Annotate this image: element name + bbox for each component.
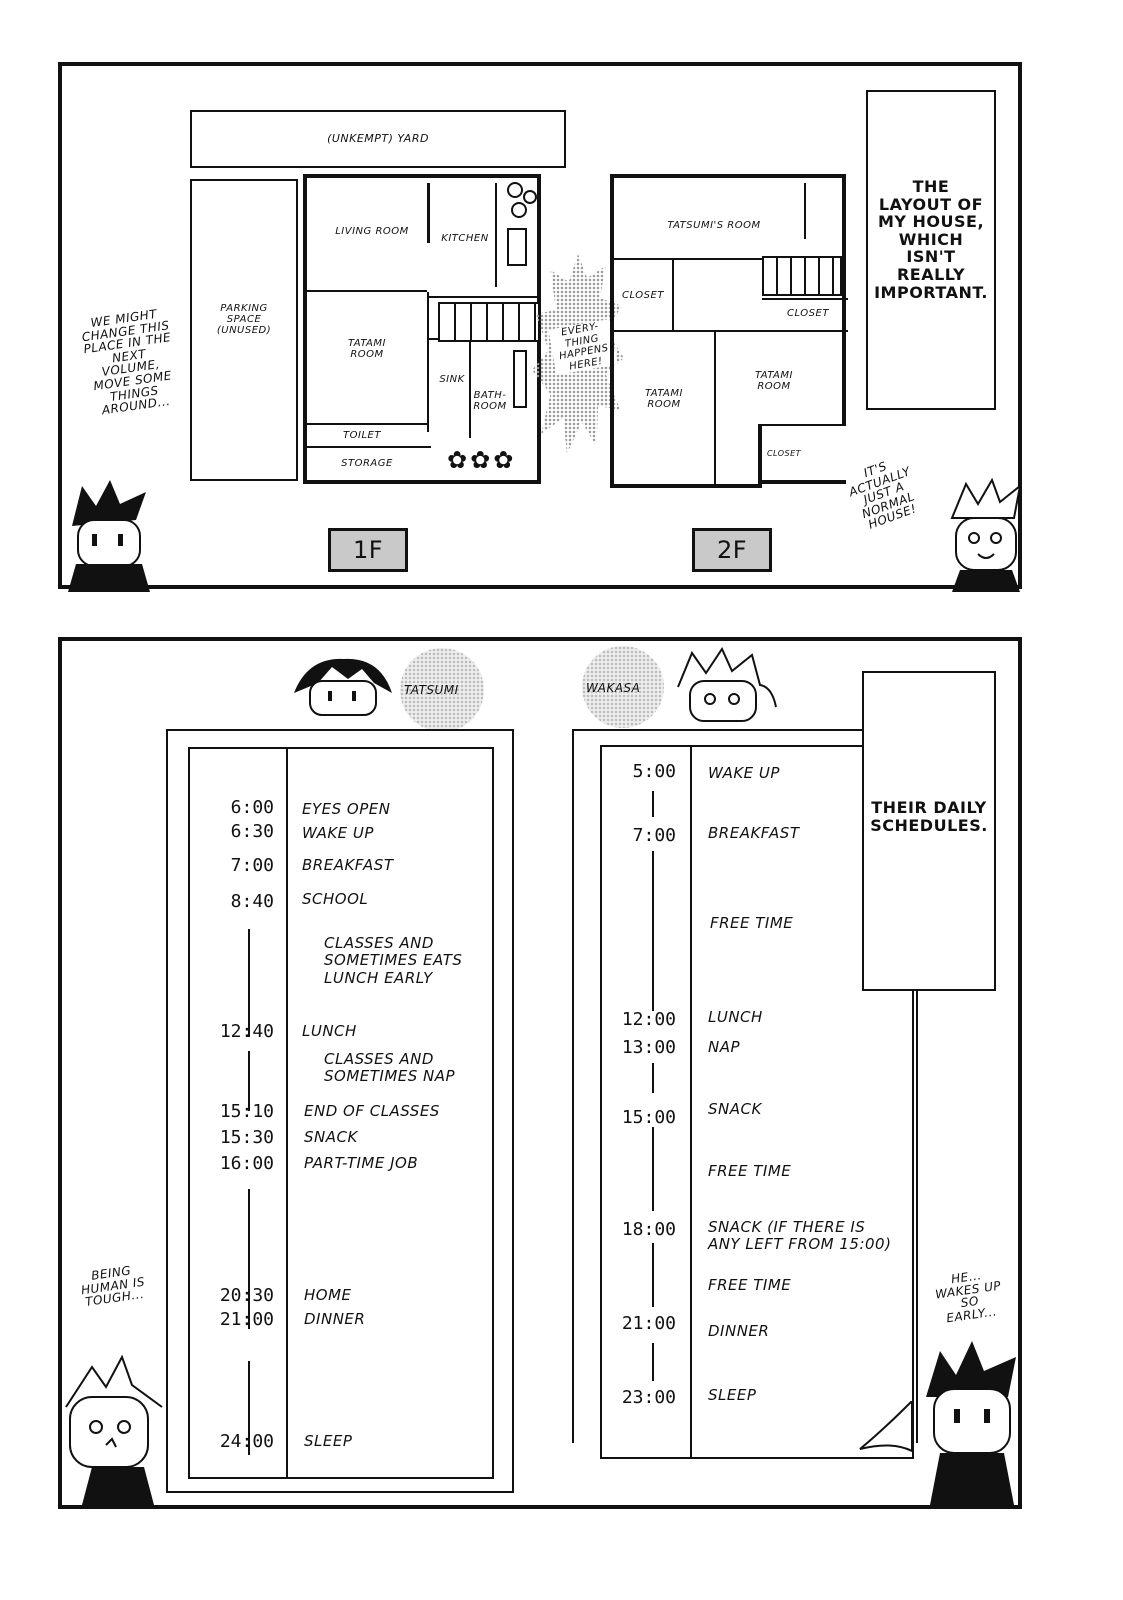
wakasa-time-2: 7:00 bbox=[632, 825, 676, 846]
wakasa-time-4: 12:00 bbox=[621, 1009, 676, 1030]
wakasa-schedule bbox=[572, 729, 918, 1443]
wakasa-activity-1: WAKE UP bbox=[708, 764, 780, 782]
tatsumi-time-13: 24:00 bbox=[219, 1431, 274, 1452]
tatsumi-name: TATSUMI bbox=[404, 683, 459, 697]
tatsumi-head-icon bbox=[294, 658, 392, 716]
wakasa-activity-11: SLEEP bbox=[708, 1386, 757, 1404]
wakasa-head-icon bbox=[677, 647, 777, 722]
note-right-top: IT'S ACTUALLY JUST A NORMAL HOUSE! bbox=[846, 458, 919, 533]
tatsumi-time-10: 16:00 bbox=[219, 1153, 274, 1174]
floor2-step: CLOSET bbox=[758, 424, 846, 484]
tatsumi-time-3: 7:00 bbox=[230, 855, 274, 876]
schedule-caption-text: THEIR DAILY SCHEDULES. bbox=[870, 798, 988, 835]
wakasa-chibi-top bbox=[950, 478, 1022, 592]
tatsumi-activity-2: WAKE UP bbox=[302, 824, 374, 842]
shrubs: ✿✿✿ bbox=[447, 446, 517, 474]
tatami-room-right-label: TATAMI ROOM bbox=[755, 370, 793, 392]
wakasa-time-6: 15:00 bbox=[621, 1107, 676, 1128]
yard-label: (UNKEMPT) YARD bbox=[327, 132, 429, 145]
tatsumi-time-6: 12:40 bbox=[219, 1021, 274, 1042]
floor2-plan: TATSUMI'S ROOM CLOSET CLOSET TATAMI ROOM… bbox=[610, 174, 848, 488]
tatsumi-activity-9: SNACK bbox=[304, 1128, 358, 1146]
wakasa-time-10: 21:00 bbox=[621, 1313, 676, 1334]
wakasa-schedule-inner bbox=[600, 745, 914, 1459]
wakasa-time-5: 13:00 bbox=[621, 1037, 676, 1058]
wakasa-name-circle bbox=[582, 646, 664, 728]
top-panel: (UNKEMPT) YARD PARKING SPACE (UNUSED) LI… bbox=[58, 62, 1022, 592]
wakasa-activity-3: FREE TIME bbox=[710, 914, 794, 932]
tatsumi-time-11: 20:30 bbox=[219, 1285, 274, 1306]
tatsumi-activity-6: LUNCH bbox=[302, 1022, 357, 1040]
tatsumi-activity-13: SLEEP bbox=[304, 1432, 353, 1450]
tatsumi-time-8: 15:10 bbox=[219, 1101, 274, 1122]
tatami-room-left-label: TATAMI ROOM bbox=[645, 388, 683, 410]
tatsumi-activity-10: PART-TIME JOB bbox=[304, 1154, 419, 1172]
living-room-label: LIVING ROOM bbox=[335, 226, 409, 237]
floor1-label: 1F bbox=[328, 528, 408, 572]
tatsumi-activity-8: END OF CLASSES bbox=[304, 1102, 440, 1120]
page-curl bbox=[859, 1401, 913, 1453]
wakasa-chibi-bottom bbox=[65, 1354, 163, 1505]
wakasa-name: WAKASA bbox=[586, 681, 641, 695]
note-left-bottom: BEING HUMAN IS TOUGH... bbox=[80, 1263, 146, 1310]
wakasa-activity-2: BREAKFAST bbox=[708, 824, 800, 842]
tatsumi-activity-3: BREAKFAST bbox=[302, 856, 394, 874]
storage-label: STORAGE bbox=[341, 458, 393, 469]
wakasa-activity-8: SNACK (IF THERE IS ANY LEFT FROM 15:00) bbox=[708, 1218, 892, 1254]
tatsumi-time-9: 15:30 bbox=[219, 1127, 274, 1148]
tatsumi-chibi-top bbox=[68, 480, 150, 592]
kitchen-label: KITCHEN bbox=[441, 233, 489, 244]
tatsumi-activity-12: DINNER bbox=[304, 1310, 366, 1328]
tatsumi-time-4: 8:40 bbox=[230, 891, 274, 912]
tatsumi-activity-1: EYES OPEN bbox=[302, 800, 391, 818]
tatsumi-activity-7: CLASSES AND SOMETIMES NAP bbox=[324, 1050, 456, 1086]
tatsumi-time-1: 6:00 bbox=[230, 797, 274, 818]
floor2-label: 2F bbox=[692, 528, 772, 572]
note-right-bottom: HE... WAKES UP SO EARLY... bbox=[934, 1268, 1002, 1326]
wakasa-time-1: 5:00 bbox=[632, 761, 676, 782]
wakasa-activity-9: FREE TIME bbox=[708, 1276, 792, 1294]
closet-right-label: CLOSET bbox=[787, 308, 829, 319]
tatsumi-activity-11: HOME bbox=[304, 1286, 352, 1304]
toilet-label: TOILET bbox=[343, 430, 381, 441]
tatsumi-name-circle bbox=[400, 648, 484, 732]
closet-left-label: CLOSET bbox=[622, 290, 664, 301]
parking-label: PARKING SPACE (UNUSED) bbox=[216, 303, 272, 336]
tatsumi-activity-5: CLASSES AND SOMETIMES EATS LUNCH EARLY bbox=[324, 934, 463, 987]
yard-area: (UNKEMPT) YARD bbox=[190, 110, 566, 168]
layout-caption-box: THE LAYOUT OF MY HOUSE, WHICH ISN'T REAL… bbox=[866, 90, 996, 410]
tatsumi-time-2: 6:30 bbox=[230, 821, 274, 842]
tatami-room-label-1f: TATAMI ROOM bbox=[348, 338, 386, 360]
note-left-top: WE MIGHT CHANGE THIS PLACE IN THE NEXT V… bbox=[80, 306, 173, 418]
stairs-1f bbox=[438, 302, 540, 342]
layout-caption-text: THE LAYOUT OF MY HOUSE, WHICH ISN'T REAL… bbox=[874, 177, 988, 302]
stairs-2f bbox=[762, 256, 842, 296]
wakasa-time-11: 23:00 bbox=[621, 1387, 676, 1408]
wakasa-activity-6: SNACK bbox=[708, 1100, 762, 1118]
wakasa-activity-5: NAP bbox=[708, 1038, 741, 1056]
wakasa-activity-10: DINNER bbox=[708, 1322, 770, 1340]
parking-area: PARKING SPACE (UNUSED) bbox=[190, 179, 298, 481]
bottom-panel: TATSUMI WAKASA THEIR DAILY SCHEDULES. bbox=[58, 637, 1022, 1509]
floor2-lower bbox=[610, 478, 762, 488]
tatsumi-time-12: 21:00 bbox=[219, 1309, 274, 1330]
sink-label: SINK bbox=[439, 374, 465, 385]
tatsumi-activity-4: SCHOOL bbox=[302, 890, 369, 908]
tatsumis-room-label: TATSUMI'S ROOM bbox=[667, 220, 761, 231]
schedule-caption-box: THEIR DAILY SCHEDULES. bbox=[862, 671, 996, 991]
bathroom-label: BATH-ROOM bbox=[473, 390, 507, 412]
closet-small-label: CLOSET bbox=[766, 449, 802, 458]
tatsumi-chibi-bottom bbox=[926, 1341, 1016, 1505]
wakasa-activity-4: LUNCH bbox=[708, 1008, 763, 1026]
tatsumi-schedule bbox=[166, 729, 514, 1493]
wakasa-time-8: 18:00 bbox=[621, 1219, 676, 1240]
wakasa-activity-7: FREE TIME bbox=[708, 1162, 792, 1180]
